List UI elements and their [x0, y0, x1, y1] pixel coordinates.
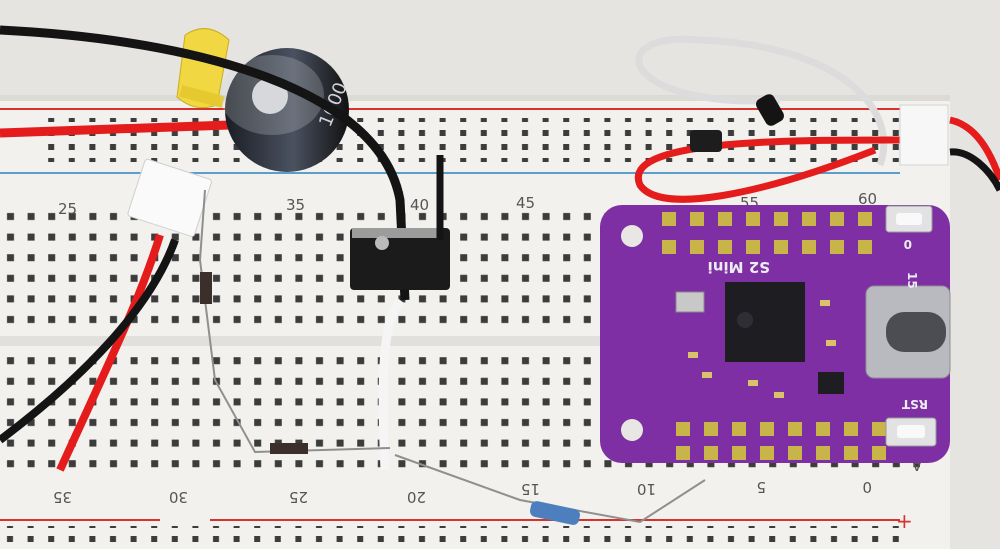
grey-wire-loop: [635, 35, 888, 167]
red-wire-loop: [634, 136, 901, 203]
bottom-label-20: 20: [407, 488, 426, 506]
bottom-row-labels: 35 30 25 20 15 10 5 0 A +: [53, 456, 922, 533]
yellow-led: [176, 28, 230, 109]
bottom-label-5: 5: [756, 478, 766, 496]
bottom-label-30: 30: [169, 488, 188, 506]
top-label-25: 25: [58, 200, 77, 218]
black-jumper-wire: [0, 25, 410, 301]
right-jst-connector: [899, 104, 949, 166]
resistor: [529, 501, 581, 525]
white-jumper-wire: [378, 297, 404, 471]
esp32-s2-chip: [725, 282, 805, 362]
resistor-lead-wire: [394, 454, 706, 524]
lower-diode: [270, 443, 308, 454]
bottom-label-10: 10: [637, 480, 656, 498]
black-wire-tip: [756, 94, 784, 126]
voltage-regulator: [350, 228, 450, 290]
bottom-label-25: 25: [289, 488, 308, 506]
top-label-45: 45: [516, 194, 535, 212]
button-label-zero: 0: [904, 237, 912, 251]
upper-diode: [200, 272, 212, 304]
regulator-ic: [818, 372, 844, 394]
reset-label: RST: [901, 397, 928, 411]
top-label-60: 60: [858, 190, 877, 208]
right-red-wire: [949, 116, 1000, 182]
row-letter-a: A: [911, 456, 922, 474]
top-red-rail-line: [0, 108, 900, 110]
bottom-label-15: 15: [521, 480, 540, 498]
left-black-wire: [0, 238, 179, 444]
left-red-wire: [56, 233, 164, 472]
right-black-wire: [949, 148, 1000, 192]
wire-plug: [690, 130, 722, 152]
side-label-15: 15: [905, 272, 919, 289]
electrolytic-capacitor: 1000: [220, 48, 352, 172]
rail-plus-symbol: +: [896, 509, 913, 533]
top-red-wire: [0, 120, 231, 138]
crystal: [675, 291, 705, 313]
top-header-pins: [662, 212, 872, 254]
bottom-label-0: 0: [862, 478, 872, 496]
top-label-35: 35: [286, 196, 305, 214]
esp32-s2-mini-board: S2 Mini 0 15 RST: [600, 205, 951, 463]
bottom-label-35: 35: [53, 488, 72, 506]
bottom-header-pins: [676, 422, 886, 460]
bottom-rail-holes: [0, 526, 900, 549]
center-channel: [0, 336, 950, 346]
top-blue-rail-line: [0, 172, 900, 174]
top-label-40: 40: [410, 196, 429, 214]
board-model-label: S2 Mini: [708, 258, 770, 276]
